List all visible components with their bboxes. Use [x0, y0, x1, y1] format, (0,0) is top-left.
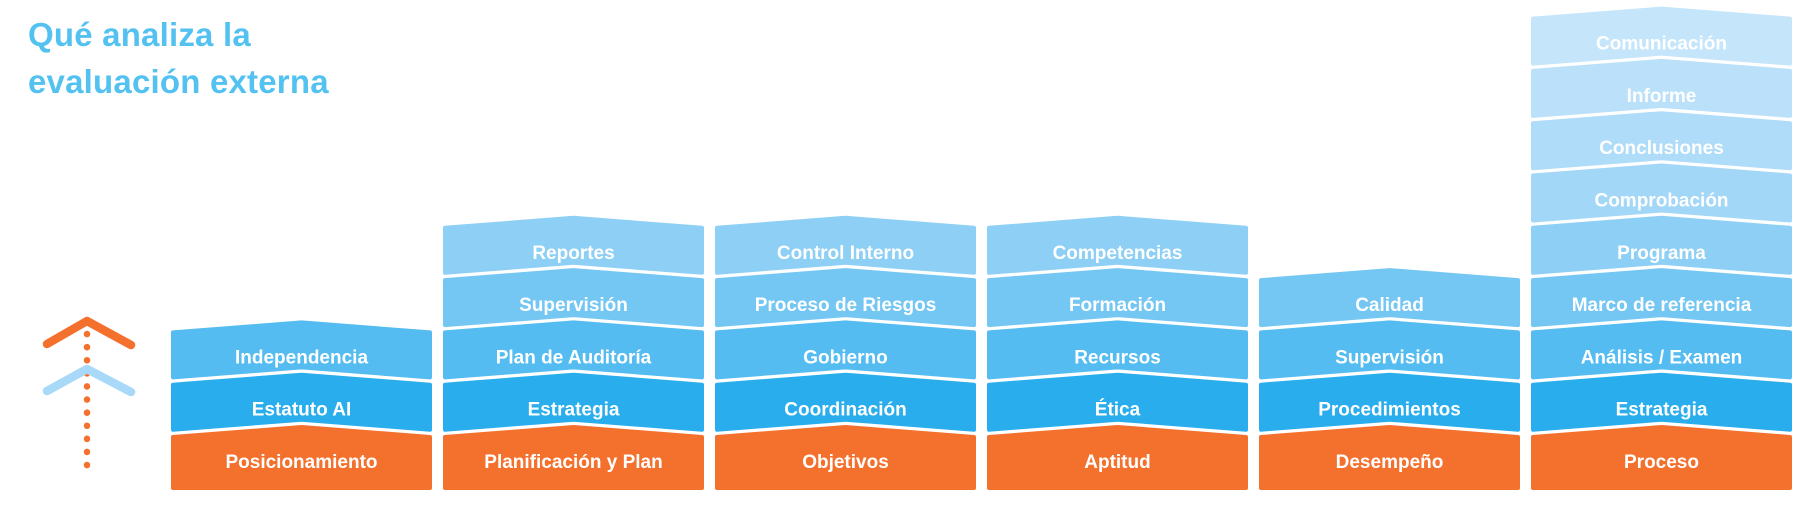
blue-chevron-icon: [42, 364, 136, 397]
stage-bar: [987, 215, 1248, 275]
stage-bar-label: Ética: [1095, 399, 1141, 421]
page-title-line2: evaluación externa: [28, 62, 329, 100]
stage-bar: [1259, 268, 1520, 328]
stage-bar-label: Aptitud: [1084, 452, 1150, 473]
stage-bar: [715, 320, 976, 380]
orange-chevron-icon: [42, 316, 136, 350]
stage-bar-label: Plan de Auditoría: [496, 347, 652, 368]
stage-bar-label: Formación: [1069, 295, 1166, 316]
stage-column-4: CompetenciasFormaciónRecursosÉticaAptitu…: [987, 215, 1248, 490]
stage-bar-label: Comprobación: [1594, 191, 1728, 212]
stage-bar-label: Recursos: [1074, 347, 1161, 368]
stage-column-5: CalidadSupervisiónProcedimientosDesempeñ…: [1259, 268, 1520, 490]
stage-bar-label: Comunicación: [1596, 34, 1727, 55]
stage-bar-label: Procedimientos: [1318, 400, 1461, 421]
stage-bar: [1259, 425, 1520, 490]
stage-bar: [171, 320, 432, 380]
stage-bar-label: Control Interno: [777, 243, 914, 264]
stage-bar: [171, 425, 432, 490]
stage-bar-label: Competencias: [1053, 243, 1183, 264]
stage-bar: [1531, 372, 1792, 432]
stage-bar: [443, 425, 704, 490]
stage-bar-label: Reportes: [532, 243, 614, 264]
stage-bar: [715, 372, 976, 432]
stage-bar: [715, 268, 976, 328]
stage-bar: [1531, 6, 1792, 66]
stage-bar: [987, 268, 1248, 328]
stage-bar: [987, 425, 1248, 490]
stage-bar-label: Marco de referencia: [1572, 295, 1752, 316]
stage-bar-label: Objetivos: [802, 452, 889, 473]
stage-bar: [443, 320, 704, 380]
stage-bar-label: Estatuto AI: [252, 400, 352, 421]
stage-bar: [987, 320, 1248, 380]
stage-bar-label: Proceso: [1624, 452, 1699, 473]
stage-bar-label: Gobierno: [803, 347, 887, 368]
stage-bar: [1259, 372, 1520, 432]
stage-bar-label: Análisis / Examen: [1581, 347, 1743, 368]
stage-bar: [1531, 425, 1792, 490]
stage-bar: [1531, 215, 1792, 275]
stage-bar: [171, 372, 432, 432]
stage-bar: [1259, 320, 1520, 380]
stage-bar: [1531, 163, 1792, 223]
page-title: Qué analiza la evaluación externa: [28, 12, 329, 106]
stage-bar-label: Estrategia: [528, 400, 620, 421]
stage-bar: [987, 372, 1248, 432]
stage-bar: [443, 372, 704, 432]
stage-bar-label: Planificación y Plan: [484, 452, 662, 473]
stage-bar-label: Supervisión: [519, 295, 628, 316]
stage-bar-label: Coordinación: [784, 400, 906, 421]
upward-arrow-icon: [42, 316, 136, 482]
stage-bar-label: Supervisión: [1335, 347, 1444, 368]
stage-bar: [1531, 111, 1792, 171]
stage-bar: [1531, 320, 1792, 380]
stage-bar: [443, 268, 704, 328]
stage-bar-label: Programa: [1617, 243, 1706, 264]
stage-bar: [715, 215, 976, 275]
stage-column-6: ComunicaciónInformeConclusionesComprobac…: [1531, 6, 1792, 490]
stage-bar: [443, 215, 704, 275]
stage-bar-label: Calidad: [1355, 295, 1424, 316]
stage-bar-label: Posicionamiento: [225, 452, 377, 473]
page-title-line1: Qué analiza la: [28, 16, 251, 53]
stage-bar: [1531, 268, 1792, 328]
stage-bar-label: Desempeño: [1336, 452, 1444, 473]
stage-bar: [1531, 58, 1792, 118]
stage-bar-label: Independencia: [235, 347, 368, 368]
stage-bar-label: Conclusiones: [1599, 138, 1724, 159]
stage-bar: [715, 425, 976, 490]
stage-bar-label: Informe: [1627, 86, 1697, 107]
stage-bar-label: Proceso de Riesgos: [755, 295, 937, 316]
stage-bar-label: Estrategia: [1616, 400, 1708, 421]
